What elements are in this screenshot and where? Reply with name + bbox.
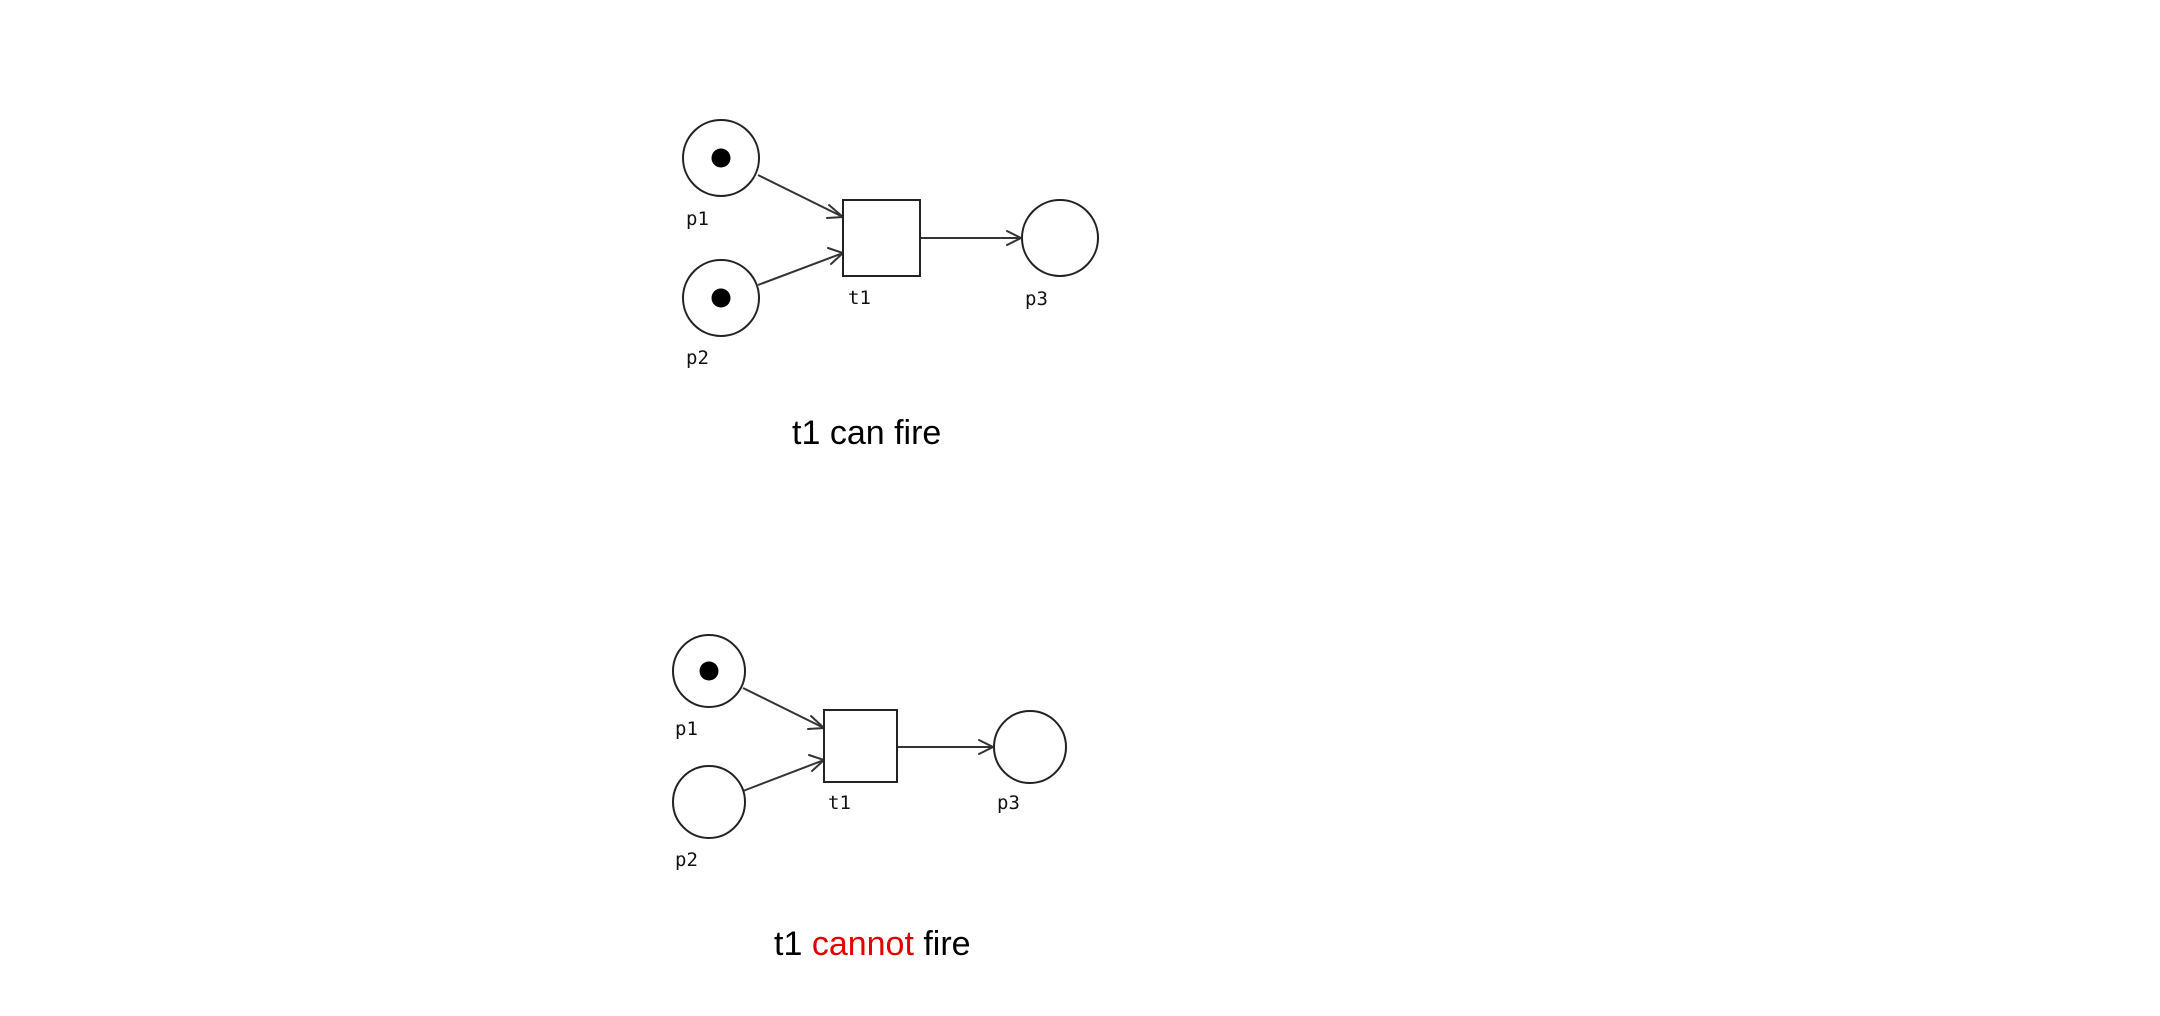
caption-prefix: t1 — [774, 925, 812, 963]
arc-p1-t1 — [742, 687, 825, 729]
place-label-p3: p3 — [1025, 288, 1048, 310]
arrowhead — [826, 204, 846, 219]
place-label-p2: p2 — [686, 347, 709, 369]
transition-label-t1: t1 — [848, 287, 871, 309]
arrowhead — [807, 715, 827, 730]
token — [711, 148, 731, 168]
arc-p2-t1 — [742, 759, 825, 792]
caption-net-2: t1 cannot fire — [774, 925, 971, 963]
token — [699, 661, 719, 681]
transition-t1 — [823, 709, 898, 783]
caption-prefix: t1 — [792, 414, 830, 452]
transition-label-t1: t1 — [828, 792, 851, 814]
caption-suffix: can fire — [830, 414, 942, 452]
caption-net-1: t1 can fire — [792, 414, 941, 452]
caption-highlight: cannot — [812, 925, 915, 963]
place-p1 — [682, 119, 760, 197]
petri-net-2: p1 p2 p3 t1 t1 cannot fire — [672, 634, 1067, 963]
place-p3 — [993, 710, 1067, 784]
token — [711, 288, 731, 308]
place-p2 — [672, 765, 746, 839]
petri-net-1: p1 p2 p3 t1 t1 can fire — [682, 119, 1099, 452]
arc-p2-t1 — [757, 252, 844, 286]
caption-suffix: fire — [914, 925, 971, 963]
place-label-p1: p1 — [686, 208, 709, 230]
place-p2 — [682, 259, 760, 337]
place-label-p2: p2 — [675, 849, 698, 871]
arc-p1-t1 — [757, 174, 844, 218]
place-label-p3: p3 — [997, 792, 1020, 814]
place-label-p1: p1 — [675, 718, 698, 740]
transition-t1 — [842, 199, 921, 277]
place-p3 — [1021, 199, 1099, 277]
place-p1 — [672, 634, 746, 708]
